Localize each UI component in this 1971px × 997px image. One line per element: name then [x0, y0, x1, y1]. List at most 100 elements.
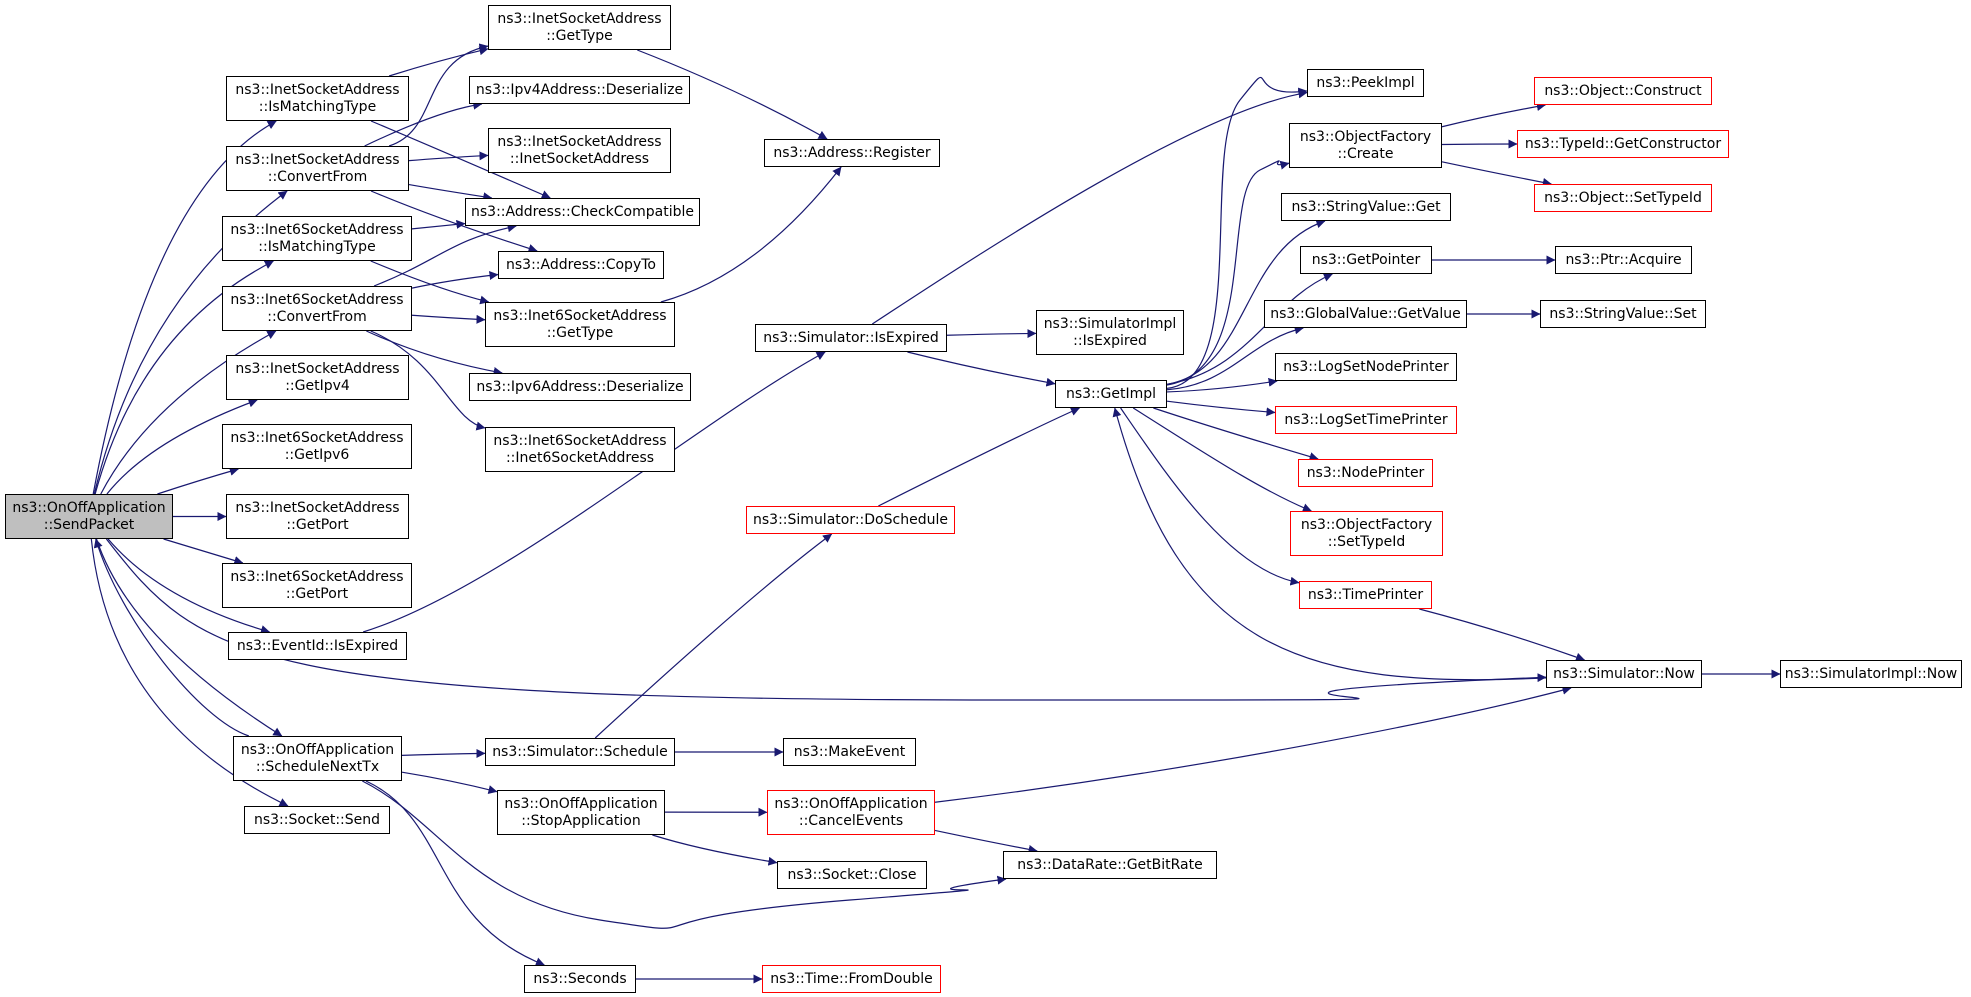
- edge-sim-doschedule-to-getimpl: [878, 407, 1080, 507]
- node-inet6-getport[interactable]: ns3::Inet6SocketAddress::GetPort: [222, 563, 412, 608]
- node-object-construct[interactable]: ns3::Object::Construct: [1534, 77, 1712, 105]
- node-label-line: ns3::MakeEvent: [793, 743, 906, 760]
- node-inet6-gettype[interactable]: ns3::Inet6SocketAddress::GetType: [485, 302, 675, 347]
- node-label-line: ::GetPort: [285, 585, 349, 602]
- node-object-settypeid[interactable]: ns3::Object::SetTypeId: [1534, 184, 1712, 212]
- node-addr-copyto[interactable]: ns3::Address::CopyTo: [498, 251, 664, 279]
- node-inet-ismatch[interactable]: ns3::InetSocketAddress::IsMatchingType: [226, 76, 409, 121]
- node-addr-register[interactable]: ns3::Address::Register: [764, 139, 940, 167]
- node-socket-close[interactable]: ns3::Socket::Close: [777, 861, 927, 889]
- node-ipv4-deser[interactable]: ns3::Ipv4Address::Deserialize: [469, 76, 690, 104]
- edge-sim-now-to-getimpl: [1112, 407, 1547, 681]
- node-label-line: ns3::Inet6SocketAddress: [230, 291, 404, 308]
- edge-onoff-send-to-socket-send: [90, 538, 289, 807]
- edge-onoff-send-to-inet6-getipv6: [157, 467, 239, 495]
- node-onoff-schednext[interactable]: ns3::OnOffApplication::ScheduleNextTx: [233, 736, 402, 781]
- node-addr-checkcompat[interactable]: ns3::Address::CheckCompatible: [465, 198, 700, 226]
- edge-onoff-schednext-to-onoff-send: [93, 538, 250, 737]
- node-label-line: ns3::LogSetTimePrinter: [1284, 411, 1448, 428]
- edge-objfactory-create-to-object-construct: [1441, 102, 1546, 128]
- edge-sim-isexpired-to-simimpl-isexpired: [946, 329, 1037, 339]
- node-label-line: ns3::InetSocketAddress: [235, 499, 400, 516]
- node-ipv6-deser[interactable]: ns3::Ipv6Address::Deserialize: [469, 373, 691, 401]
- node-label-line: ns3::Inet6SocketAddress: [230, 221, 404, 238]
- edge-onoff-cancelevents-to-datarate-getbitrate: [934, 829, 1038, 854]
- node-time-fromdouble[interactable]: ns3::Time::FromDouble: [762, 965, 941, 993]
- node-inet6-ctor[interactable]: ns3::Inet6SocketAddress::Inet6SocketAddr…: [485, 427, 675, 472]
- edge-getimpl-to-getpointer: [1166, 273, 1333, 385]
- node-ptr-acquire[interactable]: ns3::Ptr::Acquire: [1555, 246, 1692, 274]
- edge-getimpl-to-logsettimeprinter: [1166, 400, 1276, 417]
- node-label-line: ns3::GetImpl: [1065, 385, 1156, 402]
- node-typeid-getctor[interactable]: ns3::TypeId::GetConstructor: [1517, 130, 1729, 158]
- edge-onoff-cancelevents-to-sim-now: [934, 685, 1572, 803]
- node-label-line: ::GetIpv4: [285, 377, 350, 394]
- node-sim-isexpired[interactable]: ns3::Simulator::IsExpired: [755, 324, 947, 352]
- node-nodeprinter[interactable]: ns3::NodePrinter: [1298, 459, 1433, 487]
- edge-inet6-gettype-to-addr-register: [660, 166, 842, 303]
- edge-getimpl-to-objfactory-create: [1166, 160, 1290, 386]
- node-inet-convert[interactable]: ns3::InetSocketAddress::ConvertFrom: [226, 146, 409, 191]
- edge-inet6-convert-to-inet6-gettype: [411, 314, 486, 324]
- node-sim-now[interactable]: ns3::Simulator::Now: [1546, 660, 1702, 688]
- node-label-line: ns3::Seconds: [533, 970, 627, 987]
- node-logsetnodeprinter[interactable]: ns3::LogSetNodePrinter: [1275, 353, 1457, 381]
- node-label-line: ns3::InetSocketAddress: [497, 10, 662, 27]
- node-getimpl[interactable]: ns3::GetImpl: [1055, 380, 1167, 408]
- node-sim-schedule[interactable]: ns3::Simulator::Schedule: [485, 738, 675, 766]
- node-objfactory-settypeid[interactable]: ns3::ObjectFactory::SetTypeId: [1290, 511, 1443, 556]
- node-label-line: ::IsMatchingType: [258, 238, 376, 255]
- node-makeevent[interactable]: ns3::MakeEvent: [783, 738, 916, 766]
- node-logsettimeprinter[interactable]: ns3::LogSetTimePrinter: [1275, 406, 1457, 434]
- node-simimpl-now[interactable]: ns3::SimulatorImpl::Now: [1780, 660, 1962, 688]
- node-inet-getipv4[interactable]: ns3::InetSocketAddress::GetIpv4: [226, 355, 409, 400]
- node-label-line: ns3::OnOffApplication: [774, 795, 928, 812]
- edge-inet-convert-to-ipv4-deser: [364, 100, 483, 147]
- node-timeprinter[interactable]: ns3::TimePrinter: [1299, 581, 1432, 609]
- node-label-line: ::GetType: [546, 324, 614, 341]
- node-globalvalue-getvalue[interactable]: ns3::GlobalValue::GetValue: [1264, 300, 1467, 328]
- node-eventid-isexpired[interactable]: ns3::EventId::IsExpired: [228, 632, 407, 660]
- node-onoff-cancelevents[interactable]: ns3::OnOffApplication::CancelEvents: [767, 790, 935, 835]
- node-inet6-getipv6[interactable]: ns3::Inet6SocketAddress::GetIpv6: [222, 424, 412, 469]
- node-label-line: ::CancelEvents: [798, 812, 904, 829]
- node-onoff-stopapp[interactable]: ns3::OnOffApplication::StopApplication: [497, 790, 665, 835]
- edge-inet6-convert-to-addr-copyto: [411, 271, 499, 289]
- edge-onoff-schednext-to-sim-schedule: [401, 748, 486, 758]
- node-objfactory-create[interactable]: ns3::ObjectFactory::Create: [1289, 123, 1442, 168]
- edge-onoff-send-to-inet6-getport: [163, 538, 244, 565]
- edge-inet-ismatch-to-addr-checkcompat: [370, 120, 551, 199]
- edge-inet6-convert-to-inet6-ctor: [370, 330, 486, 431]
- node-sim-doschedule[interactable]: ns3::Simulator::DoSchedule: [746, 506, 955, 534]
- edge-inet-convert-to-inet-ctor: [408, 151, 489, 162]
- node-simimpl-isexpired[interactable]: ns3::SimulatorImpl::IsExpired: [1036, 310, 1184, 355]
- node-label-line: ::ScheduleNextTx: [255, 758, 380, 775]
- node-label-line: ::IsExpired: [1073, 332, 1147, 349]
- node-inet-getport[interactable]: ns3::InetSocketAddress::GetPort: [226, 494, 409, 539]
- edge-inet6-ismatch-to-addr-checkcompat: [411, 219, 466, 230]
- node-peekimpl[interactable]: ns3::PeekImpl: [1307, 69, 1424, 97]
- node-inet-ctor[interactable]: ns3::InetSocketAddress::InetSocketAddres…: [488, 128, 671, 173]
- node-label-line: ns3::OnOffApplication: [240, 741, 395, 758]
- node-getpointer[interactable]: ns3::GetPointer: [1300, 246, 1432, 274]
- node-seconds[interactable]: ns3::Seconds: [524, 965, 636, 993]
- node-onoff-send: ns3::OnOffApplication::SendPacket: [5, 494, 173, 539]
- node-label-line: ns3::Object::Construct: [1544, 82, 1702, 99]
- node-socket-send[interactable]: ns3::Socket::Send: [244, 806, 390, 834]
- node-label-line: ns3::InetSocketAddress: [235, 360, 400, 377]
- node-label-line: ns3::PeekImpl: [1316, 74, 1415, 91]
- node-label-line: ns3::InetSocketAddress: [497, 133, 662, 150]
- node-stringvalue-set[interactable]: ns3::StringValue::Set: [1540, 300, 1706, 328]
- node-label-line: ns3::Simulator::Now: [1553, 665, 1695, 682]
- node-inet-gettype[interactable]: ns3::InetSocketAddress::GetType: [488, 5, 671, 50]
- node-label-line: ns3::InetSocketAddress: [235, 151, 400, 168]
- node-label-line: ns3::Simulator::IsExpired: [763, 329, 939, 346]
- edge-timeprinter-to-sim-now: [1419, 608, 1585, 662]
- node-stringvalue-get[interactable]: ns3::StringValue::Get: [1281, 193, 1451, 221]
- edge-getimpl-to-timeprinter: [1120, 407, 1300, 586]
- node-datarate-getbitrate[interactable]: ns3::DataRate::GetBitRate: [1003, 851, 1217, 879]
- node-inet6-convert[interactable]: ns3::Inet6SocketAddress::ConvertFrom: [222, 286, 412, 331]
- edge-objfactory-create-to-object-settypeid: [1441, 161, 1552, 187]
- node-inet6-ismatch[interactable]: ns3::Inet6SocketAddress::IsMatchingType: [222, 216, 412, 261]
- node-label-line: ns3::Address::CopyTo: [506, 256, 656, 273]
